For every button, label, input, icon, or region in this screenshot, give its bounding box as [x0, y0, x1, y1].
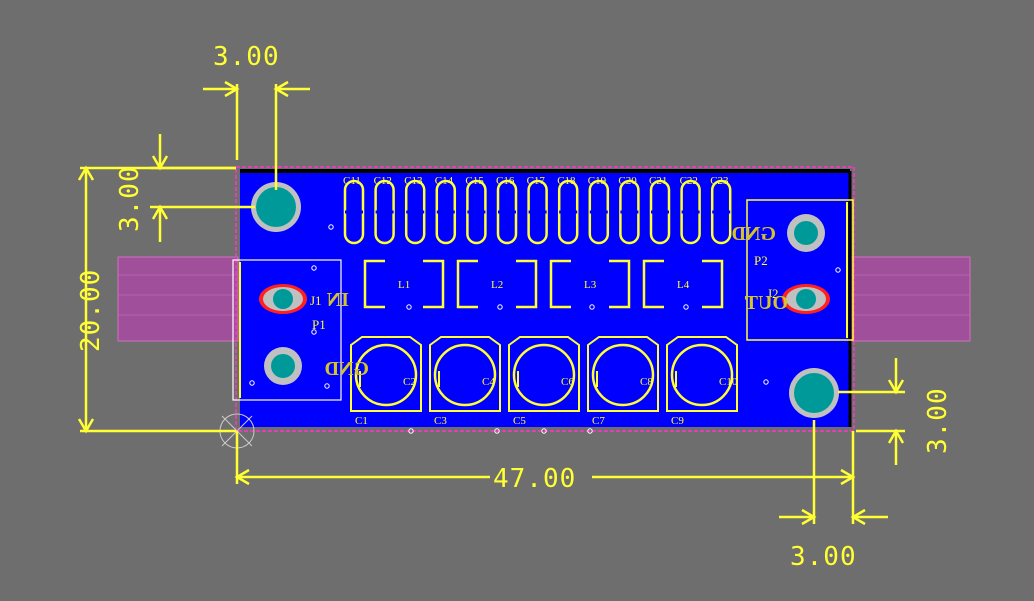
net-label-in: IN — [326, 289, 349, 311]
via — [324, 383, 330, 389]
capacitor-label: C23 — [710, 175, 729, 187]
dim-top-left-width: 3.00 — [213, 42, 280, 72]
capacitor-label: C17 — [527, 175, 546, 187]
capacitor-label: C13 — [404, 175, 423, 187]
j2-label: J2 — [767, 286, 779, 301]
electrolytic-label: C3 — [434, 415, 447, 427]
electrolytic-label: C7 — [592, 415, 605, 427]
capacitor-label: C21 — [649, 175, 667, 187]
electrolytic-label: C9 — [671, 415, 684, 427]
via — [311, 265, 317, 271]
capacitor-label: C12 — [374, 175, 392, 187]
electrolytic-label: C10 — [719, 376, 738, 388]
capacitor-c21: C21 — [649, 175, 671, 245]
capacitor-row: C11 C12 C13 C14 C15 C16 C17 C18 C19 C20 C21 C22 C23 — [343, 175, 732, 245]
capacitor-c14: C14 — [435, 175, 457, 245]
dim-bottom-right-width: 3.00 — [790, 542, 857, 572]
mounting-hole-bottom-right — [789, 368, 839, 418]
via — [311, 329, 317, 335]
capacitor-label: C14 — [435, 175, 454, 187]
dim-right-bottom-height: 3.00 — [923, 387, 953, 454]
inductor-label: L3 — [584, 279, 597, 291]
via — [249, 380, 255, 386]
capacitor-label: C19 — [588, 175, 607, 187]
dim-board-width: 47.00 — [493, 464, 576, 494]
capacitor-c12: C12 — [374, 175, 395, 245]
via — [763, 379, 769, 385]
capacitor-c20: C20 — [618, 175, 640, 245]
capacitor-label: C16 — [496, 175, 515, 187]
p1-label: P1 — [312, 317, 326, 332]
electrolytic-label: C2 — [403, 376, 416, 388]
net-label-out: OUT — [744, 292, 788, 314]
electrolytic-label: C5 — [513, 415, 526, 427]
inductor-group: L1 L2 L3 L4 — [363, 259, 724, 309]
capacitor-c15: C15 — [465, 175, 487, 245]
capacitor-c18: C18 — [557, 175, 579, 245]
electrolytic-label: C1 — [355, 415, 368, 427]
capacitor-c13: C13 — [404, 175, 426, 245]
capacitor-c23: C23 — [710, 175, 732, 245]
electrolytic-label: C4 — [482, 376, 495, 388]
net-label-gnd-right: GND — [732, 223, 776, 245]
via — [494, 428, 500, 434]
via — [328, 224, 334, 230]
dim-left-top-height: 3.00 — [115, 165, 145, 232]
capacitor-label: C20 — [618, 175, 637, 187]
dim-board-height: 20.00 — [76, 269, 106, 352]
via — [587, 428, 593, 434]
electrolytic-label: C8 — [640, 376, 653, 388]
capacitor-c16: C16 — [496, 175, 518, 245]
keepout-left — [117, 256, 239, 342]
capacitor-c17: C17 — [527, 175, 548, 245]
capacitor-c22: C22 — [680, 175, 701, 245]
net-label-gnd-left: GND — [325, 358, 369, 380]
connector-p1: J1 P1 — [232, 259, 342, 401]
capacitor-label: C18 — [557, 175, 576, 187]
p2-label: P2 — [754, 253, 768, 268]
capacitor-c19: C19 — [588, 175, 610, 245]
capacitor-c11: C11 — [343, 175, 365, 245]
j1-label: J1 — [310, 293, 322, 308]
dimension-lines — [77, 80, 905, 526]
electrolytic-label: C6 — [561, 376, 574, 388]
board-copper — [240, 171, 850, 427]
via — [835, 267, 841, 273]
inductor-l2: L2 — [456, 259, 538, 309]
via — [408, 428, 414, 434]
inductor-l1: L1 — [363, 259, 445, 309]
inductor-label: L1 — [398, 279, 410, 291]
via — [683, 304, 689, 310]
via — [589, 304, 595, 310]
inductor-l4: L4 — [642, 259, 724, 309]
capacitor-label: C11 — [343, 175, 361, 187]
capacitor-label: C22 — [680, 175, 698, 187]
inductor-l3: L3 — [549, 259, 631, 309]
mounting-hole-top-left — [251, 182, 301, 232]
via — [406, 304, 412, 310]
capacitor-label: C15 — [465, 175, 484, 187]
inductor-label: L2 — [491, 279, 503, 291]
board-outline — [235, 166, 855, 432]
inductor-label: L4 — [677, 279, 690, 291]
keepout-right — [849, 256, 971, 342]
via — [497, 304, 503, 310]
via — [541, 428, 547, 434]
via-group — [249, 224, 841, 434]
connector-p2: P2 J2 — [746, 199, 854, 341]
